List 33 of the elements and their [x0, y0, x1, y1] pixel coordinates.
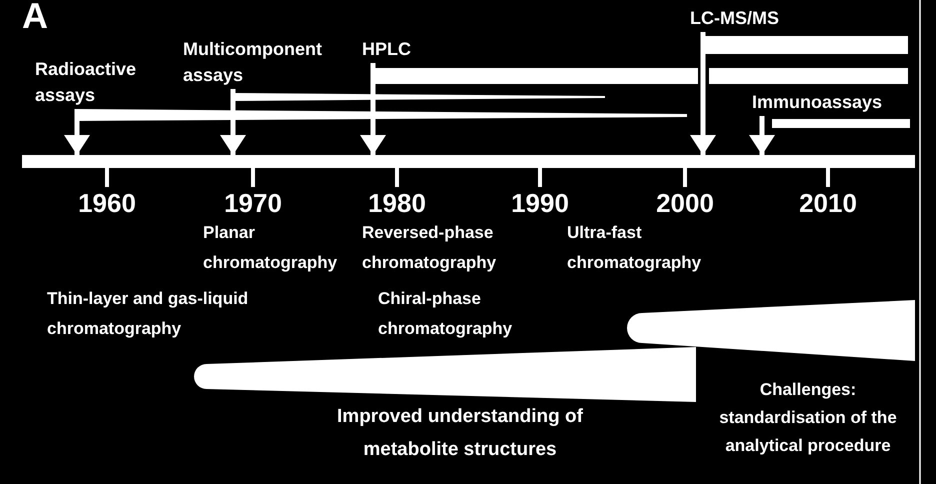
usage-bar: [373, 68, 698, 84]
method-label: LC-MS/MS: [690, 5, 779, 31]
method-label: Radioactive assays: [35, 56, 160, 108]
year-label: 1960: [77, 188, 137, 218]
year-label: 1990: [510, 188, 570, 218]
arrow: [220, 89, 246, 155]
timeline-note: Reversed-phase chromatography: [362, 222, 498, 274]
usage-bar: [703, 36, 908, 54]
timeline-note: Thin-layer and gas-liquid chromatography: [47, 288, 250, 340]
year-label: 2010: [798, 188, 858, 218]
band-caption: Challenges: standardisation of the analytical procedure: [718, 379, 898, 457]
year-label: 1970: [223, 188, 283, 218]
usage-bar: [77, 109, 687, 121]
arrow: [749, 116, 775, 155]
method-label: Multicomponent assays: [183, 36, 348, 88]
band-caption: Improved understanding of metabolite structures: [336, 405, 584, 462]
timeline-note: Ultra-fast chromatography: [567, 222, 702, 274]
year-label: 2000: [655, 188, 715, 218]
arrow: [360, 63, 386, 155]
method-label: Immunoassays: [752, 89, 882, 115]
tapered-band: [194, 347, 696, 402]
panel-label: A: [22, 0, 48, 36]
method-label: HPLC: [362, 36, 411, 62]
timeline-axis: [22, 155, 915, 168]
usage-bar: [233, 93, 605, 101]
arrow: [64, 109, 90, 155]
tapered-band: [627, 300, 915, 361]
arrow: [690, 32, 716, 155]
usage-bar: [772, 119, 910, 128]
usage-bar: [709, 68, 908, 84]
timeline-note: Chiral-phase chromatography: [378, 288, 514, 340]
timeline-note: Planar chromatography: [203, 222, 338, 274]
year-label: 1980: [367, 188, 427, 218]
